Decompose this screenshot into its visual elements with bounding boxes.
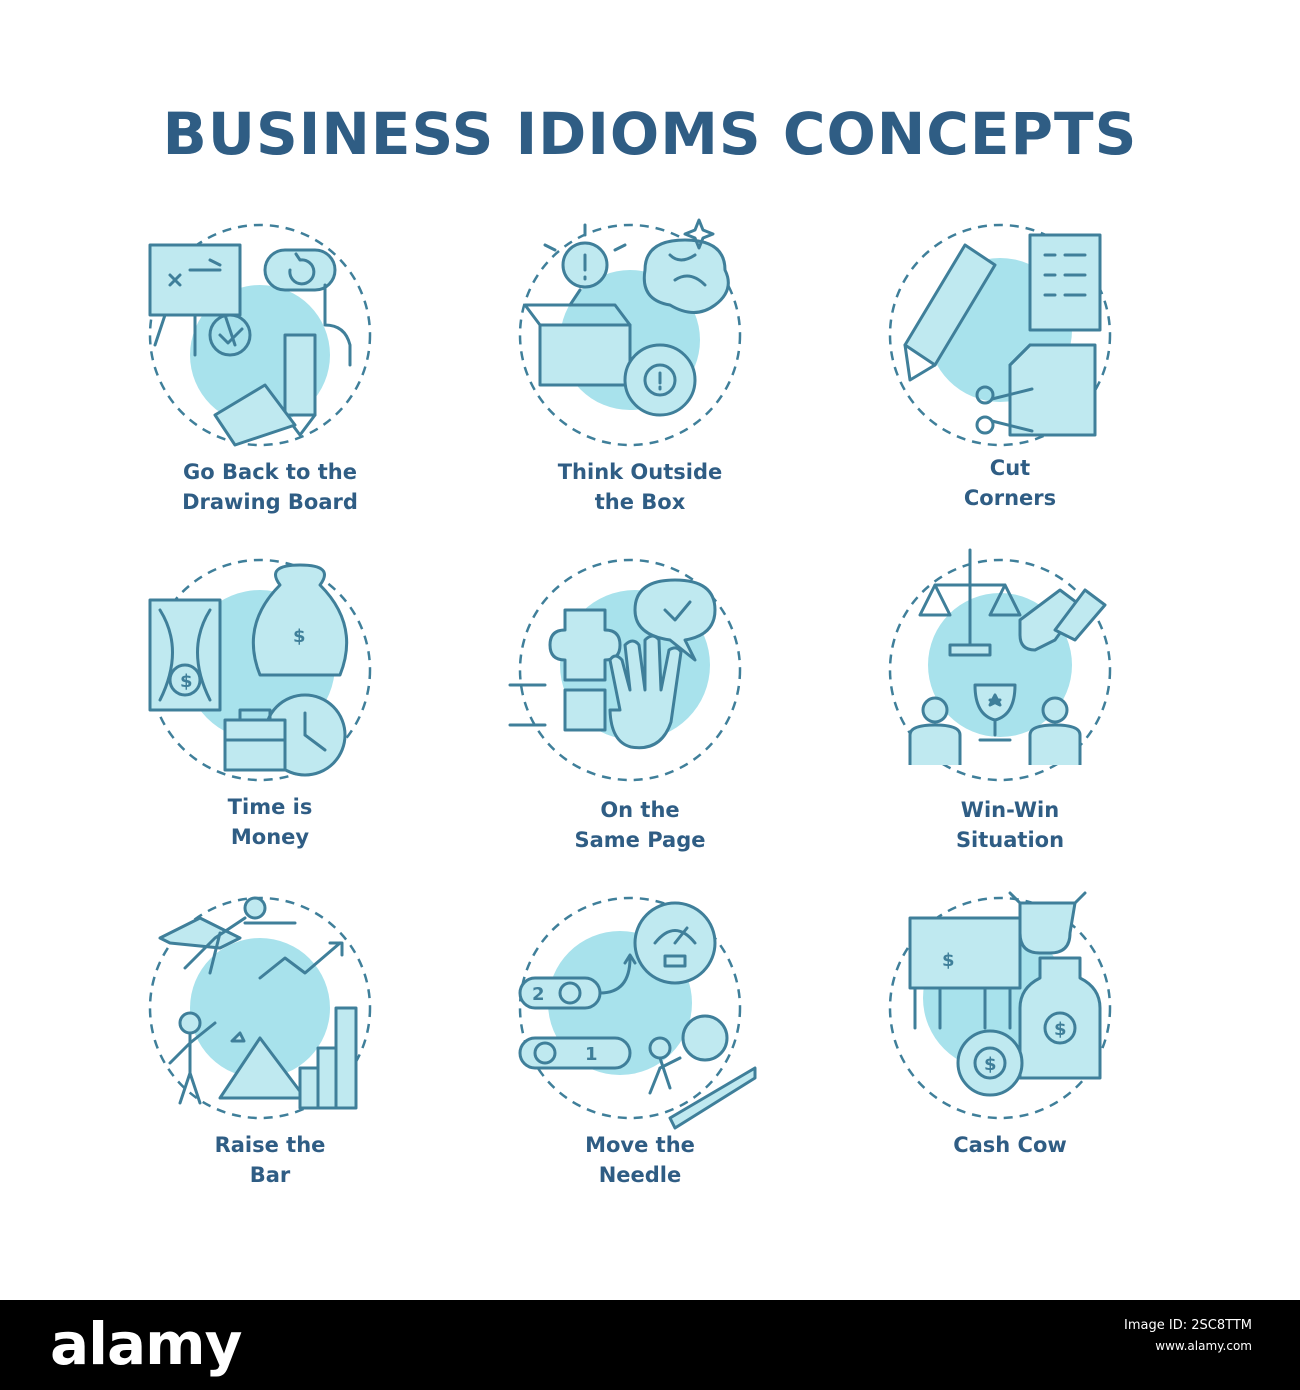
svg-text:$: $ xyxy=(180,671,193,692)
svg-text:$: $ xyxy=(293,626,306,647)
drawing-board-icon xyxy=(148,223,372,447)
lightbulb-box-icon xyxy=(518,218,742,447)
cow-milk-bottle-icon: $ $ $ xyxy=(888,891,1112,1120)
svg-text:2: 2 xyxy=(532,984,545,1005)
site-url: www.alamy.com xyxy=(1155,1339,1252,1353)
svg-text:$: $ xyxy=(942,950,955,971)
flying-person-chart-icon xyxy=(148,896,372,1120)
svg-text:1: 1 xyxy=(585,1044,598,1065)
brand-logo: alamy xyxy=(50,1310,242,1378)
handshake-trophy-icon xyxy=(888,548,1112,782)
svg-text:$: $ xyxy=(1054,1019,1067,1040)
image-id-text: Image ID: 2SC8TTM xyxy=(1124,1318,1252,1333)
concept-label: Cash Cow xyxy=(953,1133,1067,1157)
footer-bar: alamy Image ID: 2SC8TTM www.alamy.com xyxy=(0,1300,1300,1390)
page-title: BUSINESS IDIOMS CONCEPTS xyxy=(162,100,1138,168)
hourglass-money-bag-icon: $ $ xyxy=(148,558,372,782)
speedometer-gear-icon: 2 1 xyxy=(518,896,757,1130)
svg-text:$: $ xyxy=(984,1054,997,1075)
concept-card-cash-cow: $ $ $ Cash Cow xyxy=(840,888,1140,1198)
puzzle-high-five-icon xyxy=(508,558,742,782)
image-id-block: Image ID: 2SC8TTM www.alamy.com xyxy=(1124,1316,1252,1356)
scissors-paper-icon xyxy=(888,223,1112,447)
